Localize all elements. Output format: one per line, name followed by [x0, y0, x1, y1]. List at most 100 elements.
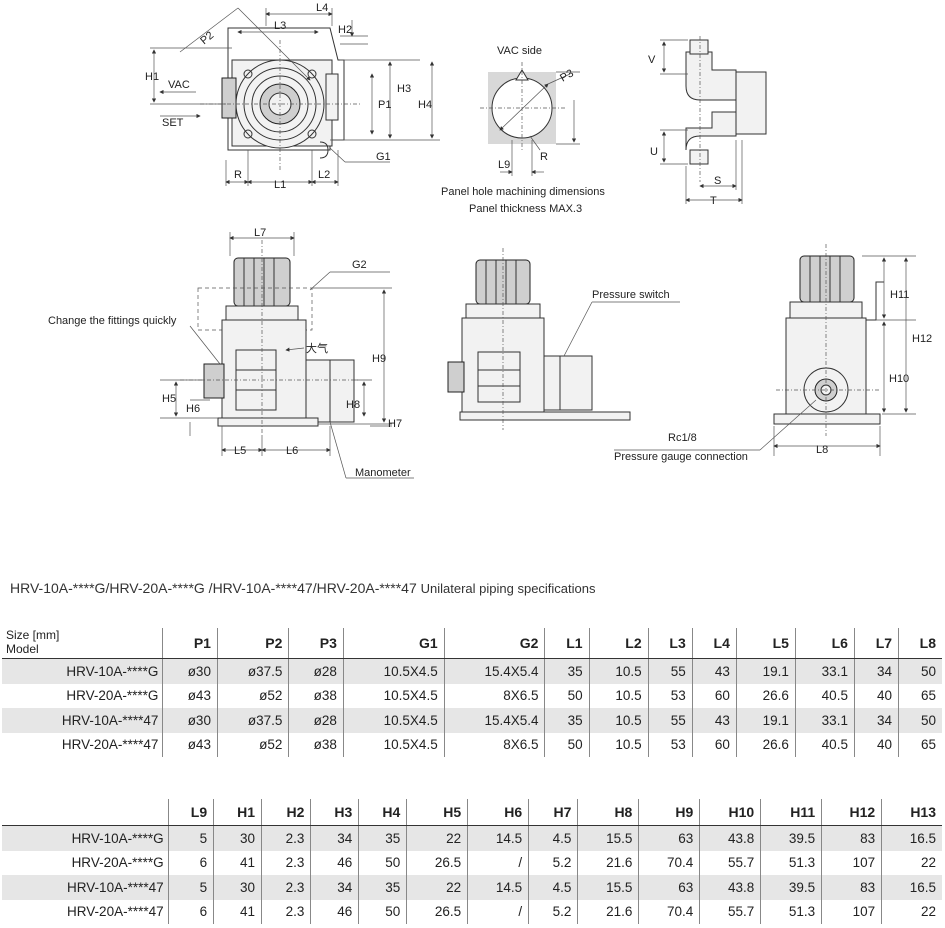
- value-cell: 34: [853, 708, 899, 733]
- fittings-side-drawing: V U S T: [648, 36, 767, 207]
- value-cell: 2.3: [261, 899, 311, 924]
- value-cell: 30: [213, 875, 262, 900]
- value-cell: 15.5: [577, 825, 639, 851]
- value-cell: 41: [213, 850, 262, 875]
- value-cell: ø30: [162, 658, 218, 684]
- value-cell: ø37.5: [216, 708, 289, 733]
- dim-H4: H4: [418, 99, 432, 111]
- model-cell: HRV-20A-****G: [66, 688, 159, 704]
- col-header: H12: [821, 799, 882, 826]
- value-cell: 50: [898, 708, 942, 733]
- value-cell: 50: [544, 732, 590, 757]
- value-cell: 26.5: [406, 899, 468, 924]
- value-cell: 40: [853, 683, 899, 708]
- value-cell: 26.6: [735, 732, 796, 757]
- value-cell: ø28: [288, 708, 344, 733]
- dim-U: U: [650, 146, 658, 158]
- spec-title-models: HRV-10A-****G/HRV-20A-****G /HRV-10A-***…: [10, 580, 417, 596]
- col-header: P3: [288, 628, 344, 659]
- value-cell: 70.4: [638, 850, 700, 875]
- value-cell: 63: [638, 875, 700, 900]
- label-pressure-switch: Pressure switch: [592, 289, 670, 301]
- size-label: Size [mm]: [6, 628, 60, 642]
- panel-hole-drawing: VAC side P3 L9 R Panel hole machining di…: [441, 45, 605, 215]
- dim-P2: P2: [198, 29, 216, 47]
- dim-L8: L8: [816, 444, 828, 456]
- col-header: H1: [213, 799, 262, 826]
- value-cell: 10.5X4.5: [342, 708, 445, 733]
- value-cell: 50: [358, 850, 407, 875]
- value-cell: 21.6: [577, 899, 639, 924]
- value-cell: 10.5: [588, 683, 649, 708]
- value-cell: 26.5: [406, 850, 468, 875]
- label-vac: VAC: [168, 79, 190, 91]
- panel-thickness-caption: Panel thickness MAX.3: [469, 203, 582, 215]
- col-header: H8: [577, 799, 639, 826]
- value-cell: 55: [647, 708, 693, 733]
- dim-G2: G2: [352, 259, 367, 271]
- pressure-switch-drawing: Pressure switch: [447, 248, 680, 430]
- value-cell: ø52: [216, 732, 289, 757]
- dim-H11: H11: [890, 289, 909, 301]
- value-cell: 40: [853, 732, 899, 757]
- dim-G1: G1: [376, 151, 391, 163]
- value-cell: 4.5: [528, 825, 578, 851]
- col-header: L6: [794, 628, 855, 659]
- spec-table-2: L9 H1 H2 H3 H4 H5 H6 H7 H8 H9 H10 H11 H1…: [2, 799, 942, 924]
- value-cell: 10.5: [588, 658, 649, 684]
- model-cell: HRV-10A-****G: [2, 825, 169, 851]
- dim-L9: L9: [498, 159, 510, 171]
- spec-title-suffix: Unilateral piping specifications: [420, 581, 596, 596]
- label-vac-side: VAC side: [497, 45, 542, 57]
- col-header: H4: [358, 799, 407, 826]
- model-cell: HRV-10A-****47: [2, 708, 163, 733]
- col-header: H2: [261, 799, 311, 826]
- value-cell: ø38: [288, 683, 344, 708]
- value-cell: 39.5: [760, 825, 822, 851]
- col-header: L3: [647, 628, 693, 659]
- dim-H2: H2: [338, 24, 352, 36]
- col-header: H9: [638, 799, 700, 826]
- value-cell: 63: [638, 825, 700, 851]
- value-cell: 39.5: [760, 875, 822, 900]
- value-cell: 14.5: [467, 825, 529, 851]
- model-cell: HRV-10A-****G: [2, 658, 163, 684]
- value-cell: 14.5: [467, 875, 529, 900]
- value-cell: 10.5X4.5: [342, 683, 445, 708]
- value-cell: 21.6: [577, 850, 639, 875]
- value-cell: 5: [167, 875, 214, 900]
- value-cell: 10.5X4.5: [342, 658, 445, 684]
- value-cell: 2.3: [261, 825, 311, 851]
- value-cell: 55.7: [699, 899, 761, 924]
- label-change-fittings: Change the fittings quickly: [48, 315, 177, 327]
- value-cell: 51.3: [760, 850, 822, 875]
- dim-L7: L7: [254, 227, 266, 239]
- value-cell: 22: [406, 825, 468, 851]
- dim-L4: L4: [316, 2, 328, 14]
- value-cell: 8X6.5: [443, 683, 545, 708]
- value-cell: 53: [647, 732, 693, 757]
- model-header-blank: [2, 799, 169, 826]
- value-cell: 16.5: [881, 875, 942, 900]
- dim-T: T: [710, 195, 717, 207]
- dim-L2: L2: [318, 169, 330, 181]
- right-view-drawing: H11 H12 H10 Rc1/8 Pressure gauge connect…: [614, 244, 932, 463]
- value-cell: ø30: [162, 708, 218, 733]
- top-view-drawing: L4 L3 H2 P2 H1 VAC SET H3 P1 H4 G1: [145, 2, 440, 191]
- size-model-header: Size [mm] Model: [2, 628, 163, 659]
- dim-L3: L3: [274, 20, 286, 32]
- technical-drawings: L4 L3 H2 P2 H1 VAC SET H3 P1 H4 G1: [48, 2, 932, 479]
- value-cell: /: [467, 850, 529, 875]
- dim-H3: H3: [397, 83, 411, 95]
- value-cell: 6: [167, 899, 214, 924]
- model-cell: HRV-20A-****47: [67, 904, 164, 920]
- value-cell: 26.6: [735, 683, 796, 708]
- dim-L1: L1: [274, 179, 286, 191]
- value-cell: 41: [213, 899, 262, 924]
- value-cell: 33.1: [794, 708, 855, 733]
- value-cell: ø43: [162, 732, 218, 757]
- value-cell: 2.3: [261, 875, 311, 900]
